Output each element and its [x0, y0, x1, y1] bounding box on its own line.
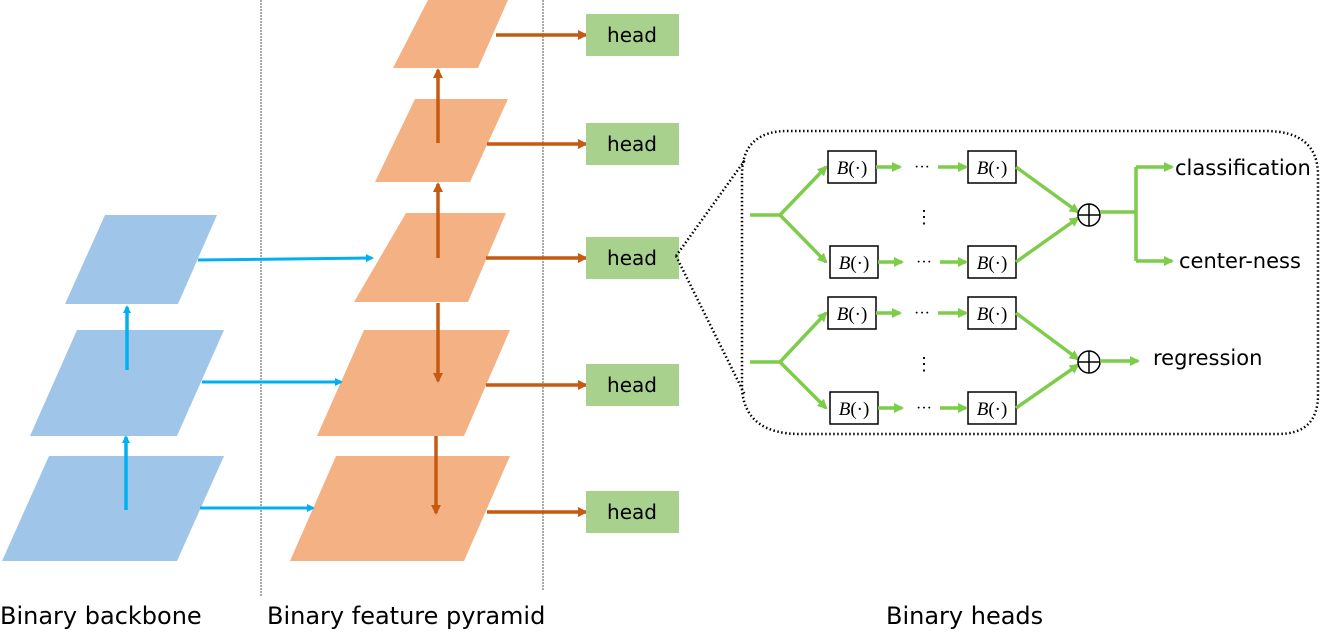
- section-label-backbone: Binary backbone: [0, 602, 202, 630]
- backbone-level-2: [30, 330, 224, 436]
- binary-heads-detail: B(·) B(·) B(·) B(·) ··· ··· ⋮ B(·) B(·) B(·) B(·) ·…: [750, 150, 1311, 425]
- cls-branch-merge-lower: [1014, 216, 1080, 264]
- cls-branch-block-top-2: B(·): [967, 150, 1017, 184]
- lateral-arrow-1: [197, 254, 374, 263]
- pyramid-levels: [290, 0, 510, 561]
- reg-branch-merge-upper: [1014, 311, 1080, 361]
- cls-branch-ellipsis-top: ···: [914, 159, 930, 176]
- pyramid-level-4: [317, 330, 510, 436]
- head-label: head: [607, 500, 657, 524]
- callout-line-lower: [674, 255, 747, 396]
- block-label: B(·): [977, 304, 1008, 325]
- cls-branch-ellipsis-bottom: ···: [916, 254, 932, 271]
- head-label: head: [607, 23, 657, 47]
- backbone-levels: [2, 215, 224, 561]
- head-box-bg: [586, 364, 679, 406]
- reg-branch-block-bottom-2: B(·): [967, 391, 1017, 425]
- head-box-2: head: [586, 123, 679, 165]
- pyramid-level-1: [393, 0, 508, 68]
- reg-branch-fork-lower: [778, 360, 828, 410]
- head-box-3: head: [586, 237, 679, 279]
- head-box-bg: [586, 237, 679, 279]
- block-label: B(·): [839, 399, 870, 420]
- cls-branch-block-bottom-1: B(·): [829, 245, 879, 279]
- block-border: [967, 150, 1017, 184]
- reg-branch-ellipsis-top: ···: [914, 305, 930, 322]
- head-boxes: head head head head head: [586, 14, 679, 533]
- block-label: B(·): [839, 253, 870, 274]
- callout-line-upper: [674, 159, 747, 257]
- block-border: [827, 296, 877, 330]
- block-border: [829, 245, 879, 279]
- reg-branch-block-top-2: B(·): [967, 296, 1017, 330]
- reg-branch-fork-upper: [778, 311, 828, 364]
- head-label: head: [607, 246, 657, 270]
- pyramid-level-5: [290, 456, 510, 561]
- head-label: head: [607, 132, 657, 156]
- block-border: [967, 391, 1017, 425]
- block-label: B(·): [977, 158, 1008, 179]
- section-label-pyramid: Binary feature pyramid: [267, 602, 545, 630]
- block-border: [827, 150, 877, 184]
- block-label: B(·): [977, 253, 1008, 274]
- backbone-level-3: [2, 456, 224, 561]
- block-border: [967, 296, 1017, 330]
- cls-branch-block-top-1: B(·): [827, 150, 877, 184]
- output-classification: classification: [1175, 156, 1311, 180]
- reg-branch-ellipsis-vertical: ⋮: [915, 354, 933, 374]
- cls-branch-fork-upper: [778, 165, 828, 217]
- head-label: head: [607, 373, 657, 397]
- cls-branch-sum-node: [1077, 203, 1101, 227]
- backbone-level-1: [65, 215, 217, 304]
- head-box-4: head: [586, 364, 679, 406]
- block-border: [967, 245, 1017, 279]
- head-box-bg: [586, 491, 679, 533]
- cls-branch-block-bottom-2: B(·): [967, 245, 1017, 279]
- cls-branch-fork-lower: [778, 213, 828, 264]
- reg-branch-block-top-1: B(·): [827, 296, 877, 330]
- reg-branch-merge-lower: [1015, 363, 1080, 410]
- pyramid-level-3: [354, 213, 506, 302]
- head-box-bg: [586, 123, 679, 165]
- head-box-5: head: [586, 491, 679, 533]
- output-centerness: center-ness: [1179, 249, 1301, 273]
- output-regression: regression: [1153, 346, 1262, 370]
- block-label: B(·): [837, 158, 868, 179]
- connection-arrows: [122, 30, 588, 517]
- reg-branch-ellipsis-bottom: ···: [916, 400, 932, 417]
- head-box-1: head: [586, 14, 679, 56]
- cls-branch-ellipsis-vertical: ⋮: [915, 207, 933, 227]
- block-label: B(·): [977, 399, 1008, 420]
- pyramid-level-2: [375, 99, 508, 182]
- cls-branch-merge-upper: [1014, 165, 1080, 214]
- head-box-bg: [586, 14, 679, 56]
- section-label-heads: Binary heads: [886, 602, 1043, 630]
- reg-branch-block-bottom-1: B(·): [829, 391, 879, 425]
- reg-branch-sum-node: [1077, 350, 1101, 374]
- block-label: B(·): [837, 304, 868, 325]
